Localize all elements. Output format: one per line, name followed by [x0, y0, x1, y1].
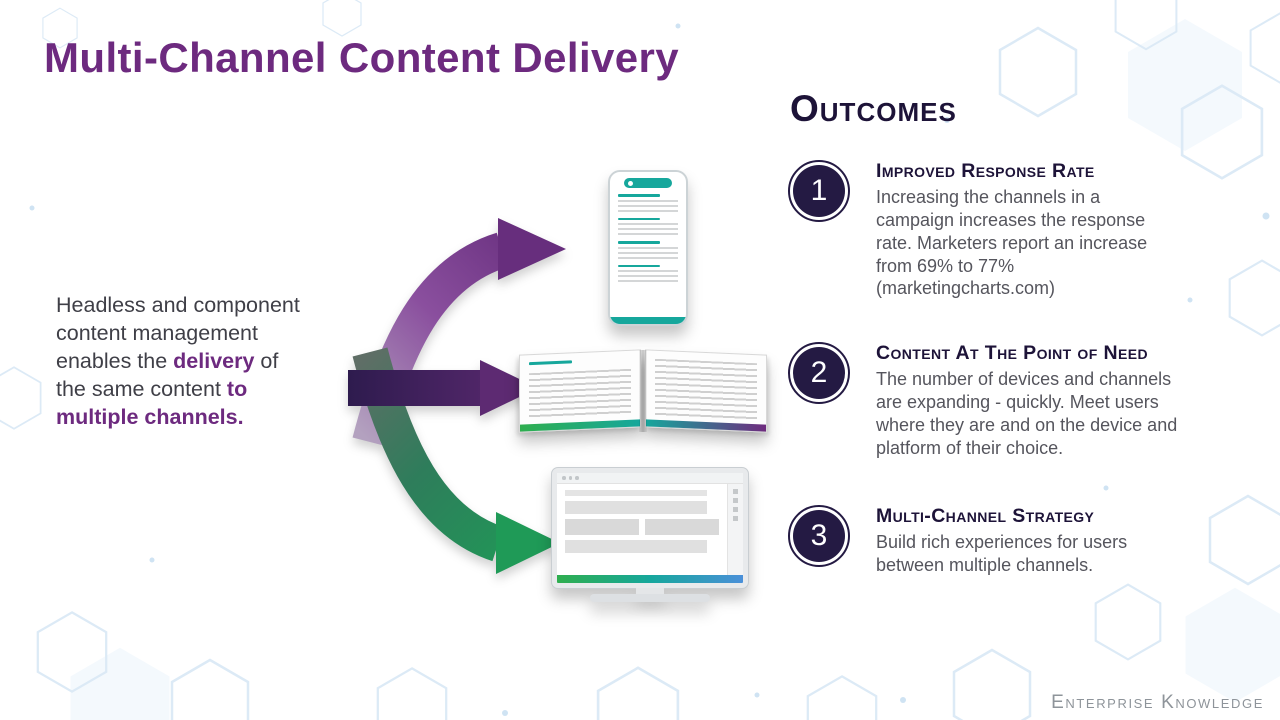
outcome-item-3: 3 Multi-Channel Strategy Build rich expe… — [788, 505, 1258, 577]
middle-arrow-head — [480, 360, 538, 416]
phone-footer-bar — [610, 317, 686, 324]
outcomes-heading: Outcomes — [790, 88, 957, 129]
intro-part-2: of the same content — [56, 348, 279, 401]
branching-arrows-graphic — [348, 218, 566, 574]
outcome-2-number-circle: 2 — [788, 342, 850, 404]
outcome-2-title: Content At The Point of Need — [876, 342, 1148, 364]
outcome-2-body: The number of devices and channels are e… — [876, 369, 1178, 458]
outcome-3-title: Multi-Channel Strategy — [876, 505, 1095, 527]
intro-text: Headless and component content managemen… — [56, 292, 376, 432]
app-sidebar — [727, 484, 743, 575]
monitor-base — [590, 594, 710, 602]
document-canvas — [557, 484, 727, 575]
phone-logo-dot — [628, 180, 633, 186]
book-mockup — [518, 348, 768, 436]
outcome-1-title: Improved Response Rate — [876, 160, 1095, 182]
phone-screen-content — [610, 192, 686, 317]
outcome-1-body: Increasing the channels in a campaign in… — [876, 187, 1148, 299]
intro-bold-channels: multiple channels. — [56, 404, 244, 429]
book-spine — [639, 350, 647, 432]
monitor-stand — [636, 588, 664, 594]
outcome-item-1: 1 Improved Response Rate Increasing the … — [788, 160, 1258, 300]
book-left-gradient-bar — [520, 419, 640, 432]
phone-header-bar — [624, 178, 672, 188]
outcome-1-number-circle: 1 — [788, 160, 850, 222]
app-window — [557, 484, 743, 575]
intro-bold-to: to — [226, 376, 248, 401]
outcome-3-body: Build rich experiences for users between… — [876, 532, 1128, 575]
book-left-page — [519, 349, 641, 433]
company-logo-text: Enterprise Knowledge — [1051, 692, 1264, 713]
desktop-mockup — [552, 468, 748, 602]
purple-arrow-head — [498, 218, 566, 280]
screen-gradient-bar — [557, 575, 743, 583]
monitor-screen — [552, 468, 748, 588]
browser-toolbar — [557, 473, 743, 484]
book-right-page — [645, 349, 767, 433]
intro-part-1: Headless and component content managemen… — [56, 293, 300, 373]
book-right-gradient-bar — [646, 419, 766, 432]
page-title: Multi-Channel Content Delivery — [44, 34, 680, 81]
green-arrow-head — [496, 512, 560, 574]
outcome-item-2: 2 Content At The Point of Need The numbe… — [788, 342, 1258, 459]
intro-bold-delivery: delivery — [173, 348, 255, 373]
outcome-3-number-circle: 3 — [788, 505, 850, 567]
phone-mockup — [608, 170, 688, 326]
